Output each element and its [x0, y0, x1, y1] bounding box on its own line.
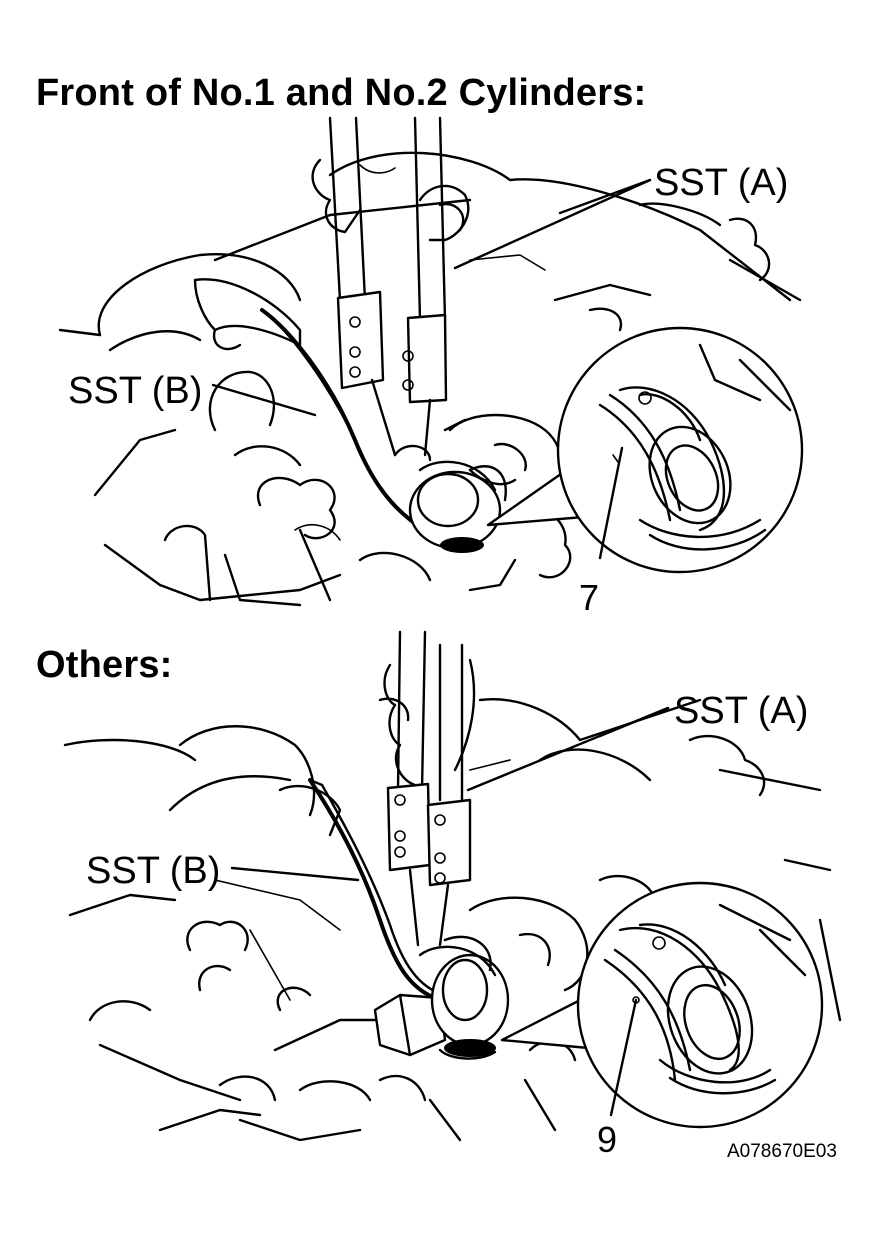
panel-1-zoom-callout: [488, 328, 802, 572]
panel-1-hands: [110, 160, 468, 350]
panel-2-valve-spring: [375, 937, 508, 1059]
panel-2-zoom-callout: [502, 883, 822, 1127]
panel-2-sst-a-tool: [388, 632, 470, 945]
panel-2-sst-b-tool: [310, 780, 445, 1000]
panel-1-sst-b-label: SST (B): [68, 370, 203, 412]
panel-1-sst-a-tool: [330, 118, 446, 455]
panel-1-part-number: 7: [579, 577, 600, 618]
panel-1-sst-a-label: SST (A): [654, 162, 789, 204]
panel-1-heading: Front of No.1 and No.2 Cylinders:: [36, 72, 647, 114]
panel-2-sst-a-label: SST (A): [674, 690, 809, 732]
panel-1-valve-spring: [395, 446, 506, 553]
figure-code: A078670E03: [727, 1141, 837, 1162]
panel-2-leader-lines: [232, 708, 668, 1115]
panel-2-engine-background: [65, 699, 840, 1140]
panel-1-engine-background: [60, 153, 800, 605]
panel-2-heading: Others:: [36, 644, 173, 686]
panel-2-part-number: 9: [597, 1119, 618, 1160]
panel-1-leader-lines: [213, 180, 650, 558]
panel-2-sst-b-label: SST (B): [86, 850, 221, 892]
